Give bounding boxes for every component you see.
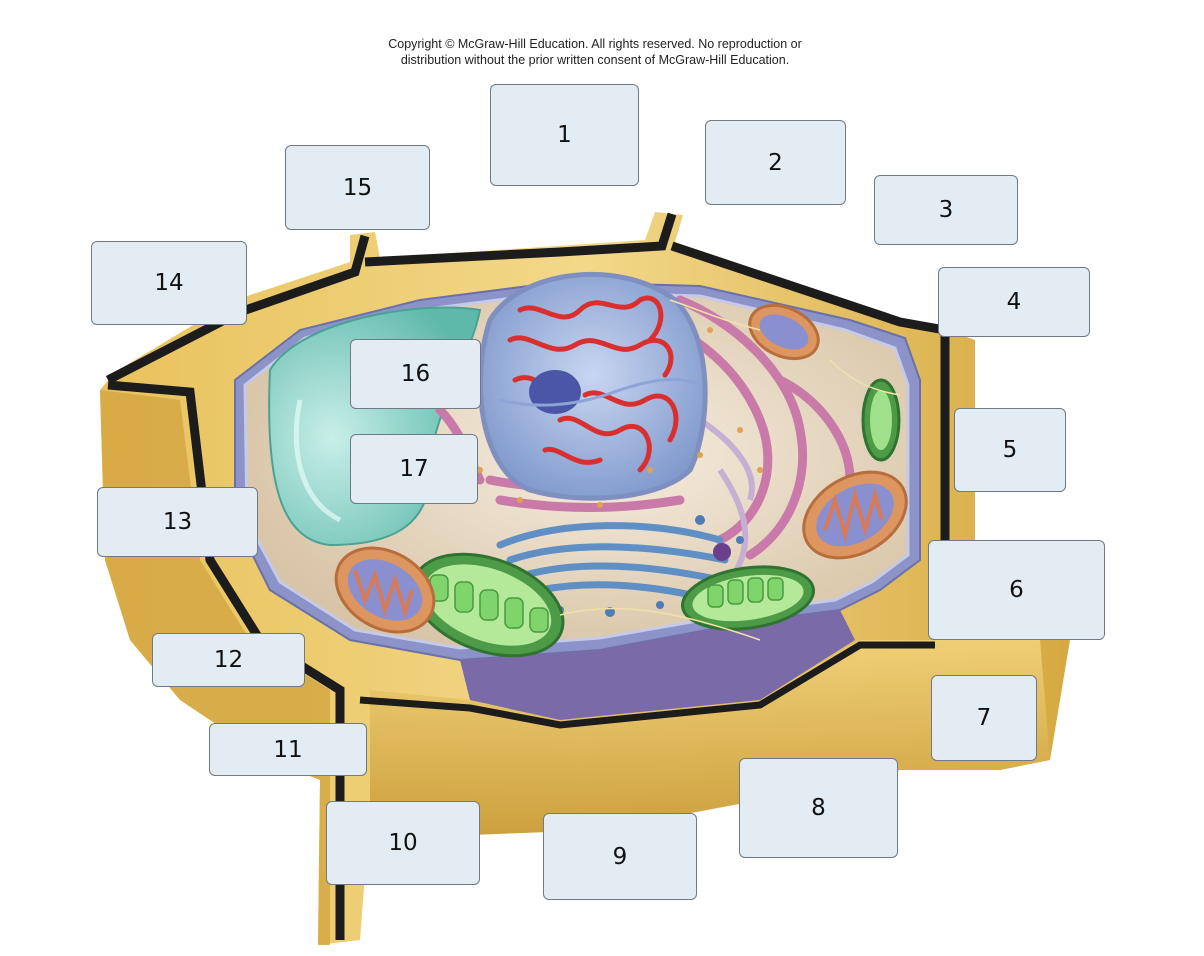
label-box-10[interactable]: 10: [326, 801, 480, 885]
label-box-5[interactable]: 5: [954, 408, 1066, 492]
chloroplast: [411, 552, 565, 658]
label-box-4[interactable]: 4: [938, 267, 1090, 337]
copyright-line-2: distribution without the prior written c…: [400, 53, 790, 67]
cytoskeleton: [559, 299, 901, 641]
label-box-9[interactable]: 9: [543, 813, 697, 900]
mitochondrion: [802, 470, 908, 560]
label-box-14[interactable]: 14: [91, 241, 247, 325]
label-box-16[interactable]: 16: [350, 339, 481, 409]
copyright-notice: Copyright © McGraw-Hill Education. All r…: [300, 36, 890, 68]
copyright-line-1: Copyright © McGraw-Hill Education. All r…: [388, 37, 802, 51]
label-box-6[interactable]: 6: [928, 540, 1105, 640]
label-box-3[interactable]: 3: [874, 175, 1018, 245]
label-box-7[interactable]: 7: [931, 675, 1037, 761]
label-box-12[interactable]: 12: [152, 633, 305, 687]
nucleus: [477, 272, 708, 501]
label-box-1[interactable]: 1: [490, 84, 639, 186]
smooth-endoplasmic-reticulum: [698, 417, 755, 582]
mitochondrion: [334, 546, 436, 634]
label-box-17[interactable]: 17: [350, 434, 478, 504]
label-box-15[interactable]: 15: [285, 145, 430, 230]
lysosome: [713, 543, 731, 561]
nucleolus: [529, 370, 581, 414]
label-box-13[interactable]: 13: [97, 487, 258, 557]
label-box-8[interactable]: 8: [739, 758, 898, 858]
mitochondrion: [748, 303, 820, 361]
chloroplast: [681, 565, 815, 631]
label-box-2[interactable]: 2: [705, 120, 846, 205]
chloroplast: [861, 378, 901, 462]
label-box-11[interactable]: 11: [209, 723, 367, 776]
